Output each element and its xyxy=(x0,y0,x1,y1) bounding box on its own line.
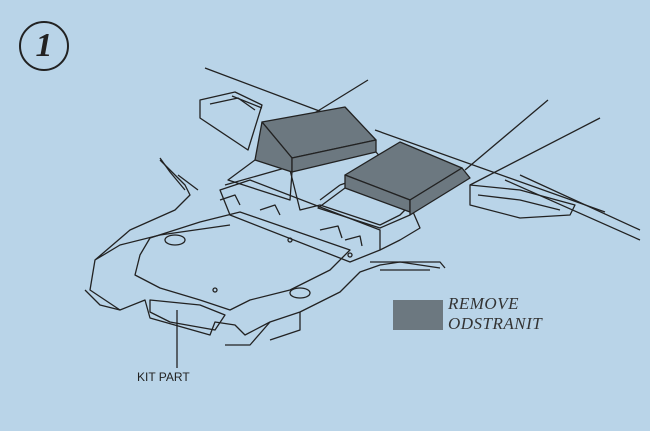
kit-part-label: KIT PART xyxy=(137,370,190,384)
side-rail xyxy=(159,157,199,191)
floor-outline xyxy=(379,204,421,251)
right-wing-edge xyxy=(504,174,641,241)
block-base xyxy=(317,187,411,229)
remove-block-right xyxy=(344,141,471,216)
legend-line-2: ODSTRANIT xyxy=(448,314,543,333)
remove-legend: REMOVE ODSTRANIT xyxy=(448,294,542,334)
fuselage-edge-line xyxy=(469,117,601,186)
legend-line-1: REMOVE xyxy=(448,294,519,313)
floor-pin xyxy=(287,237,293,243)
remove-block-left xyxy=(254,106,377,173)
kit-part xyxy=(149,299,226,331)
floor-outline xyxy=(134,211,351,311)
remove-legend-swatch xyxy=(393,300,443,330)
floor-outline xyxy=(84,289,301,346)
floor-outline xyxy=(219,194,363,247)
left-wing-panel xyxy=(199,91,263,151)
floor-hole xyxy=(164,234,186,246)
right-wing-panel xyxy=(469,184,576,219)
step-number-badge: 1 xyxy=(19,21,69,71)
floor-outline xyxy=(89,159,441,336)
floor-pin xyxy=(347,252,353,258)
step-number: 1 xyxy=(35,27,53,64)
fuselage-edge-line xyxy=(464,99,549,171)
floor-hole xyxy=(289,287,311,299)
side-rail xyxy=(370,261,446,271)
fuselage-edge-line xyxy=(204,67,606,213)
floor-pin xyxy=(212,287,218,293)
